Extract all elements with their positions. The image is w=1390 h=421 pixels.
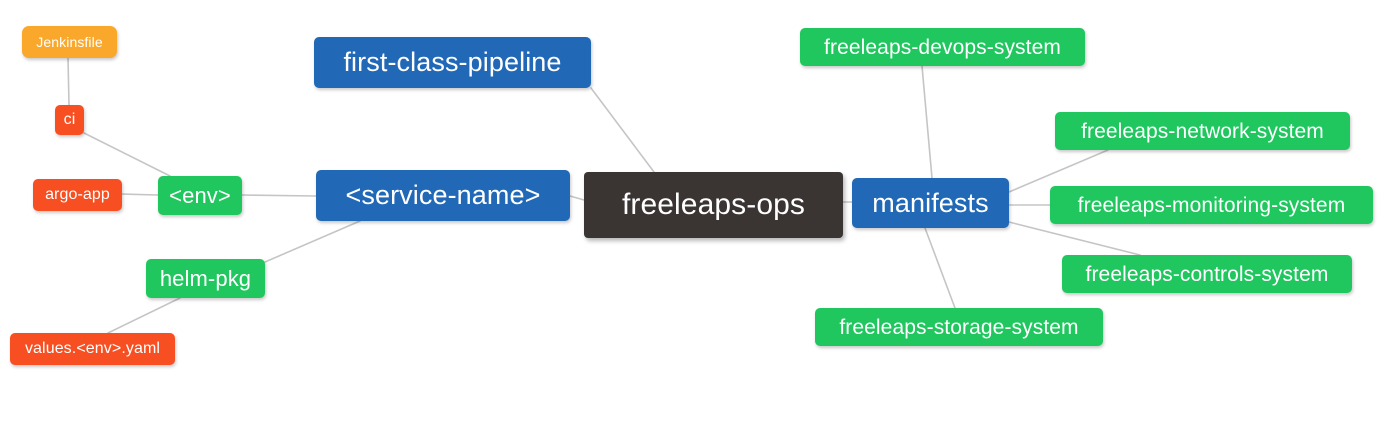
node-values-yaml[interactable]: values.<env>.yaml: [10, 333, 175, 365]
node-freeleaps-storage-system[interactable]: freeleaps-storage-system: [815, 308, 1103, 346]
node-argo-app[interactable]: argo-app: [33, 179, 122, 211]
node-env[interactable]: <env>: [158, 176, 242, 215]
node-first-class-pipeline[interactable]: first-class-pipeline: [314, 37, 591, 88]
edge-root-first-class-pipeline: [590, 87, 655, 173]
node-service-name[interactable]: <service-name>: [316, 170, 570, 221]
node-label: ci: [63, 111, 76, 128]
node-helm-pkg[interactable]: helm-pkg: [146, 259, 265, 298]
node-label: freeleaps-devops-system: [824, 35, 1061, 59]
node-freeleaps-devops-system[interactable]: freeleaps-devops-system: [800, 28, 1085, 66]
node-label: freeleaps-storage-system: [839, 315, 1079, 339]
node-label: helm-pkg: [159, 265, 252, 291]
node-manifests[interactable]: manifests: [852, 178, 1009, 228]
node-freeleaps-monitoring-system[interactable]: freeleaps-monitoring-system: [1050, 186, 1373, 224]
edge-root-service-name: [569, 195, 585, 201]
edge-manifests-storage: [924, 227, 956, 309]
edge-service-name-env: [241, 194, 317, 197]
node-root[interactable]: freeleaps-ops: [584, 172, 843, 238]
node-label: values.<env>.yaml: [24, 340, 161, 357]
edge-env-argo-app: [121, 193, 159, 196]
edge-ci-jenkinsfile: [67, 57, 70, 106]
node-label: freeleaps-controls-system: [1085, 262, 1329, 286]
edge-helm-pkg-values-yaml: [107, 297, 181, 334]
node-label: manifests: [872, 187, 989, 218]
node-jenkinsfile[interactable]: Jenkinsfile: [22, 26, 117, 58]
node-freeleaps-controls-system[interactable]: freeleaps-controls-system: [1062, 255, 1352, 293]
edge-manifests-devops: [921, 65, 933, 179]
edge-service-name-helm-pkg: [264, 220, 361, 263]
node-label: freeleaps-monitoring-system: [1077, 193, 1346, 217]
node-ci[interactable]: ci: [55, 105, 84, 135]
node-label: Jenkinsfile: [36, 34, 103, 50]
edge-env-ci: [83, 132, 171, 177]
node-freeleaps-network-system[interactable]: freeleaps-network-system: [1055, 112, 1350, 150]
edge-manifests-controls: [1008, 221, 1141, 256]
node-label: argo-app: [45, 186, 110, 203]
node-label: <service-name>: [345, 180, 541, 210]
node-label: <env>: [169, 182, 231, 208]
node-label: freeleaps-ops: [621, 188, 806, 221]
node-label: first-class-pipeline: [343, 47, 562, 77]
node-label: freeleaps-network-system: [1081, 119, 1324, 143]
